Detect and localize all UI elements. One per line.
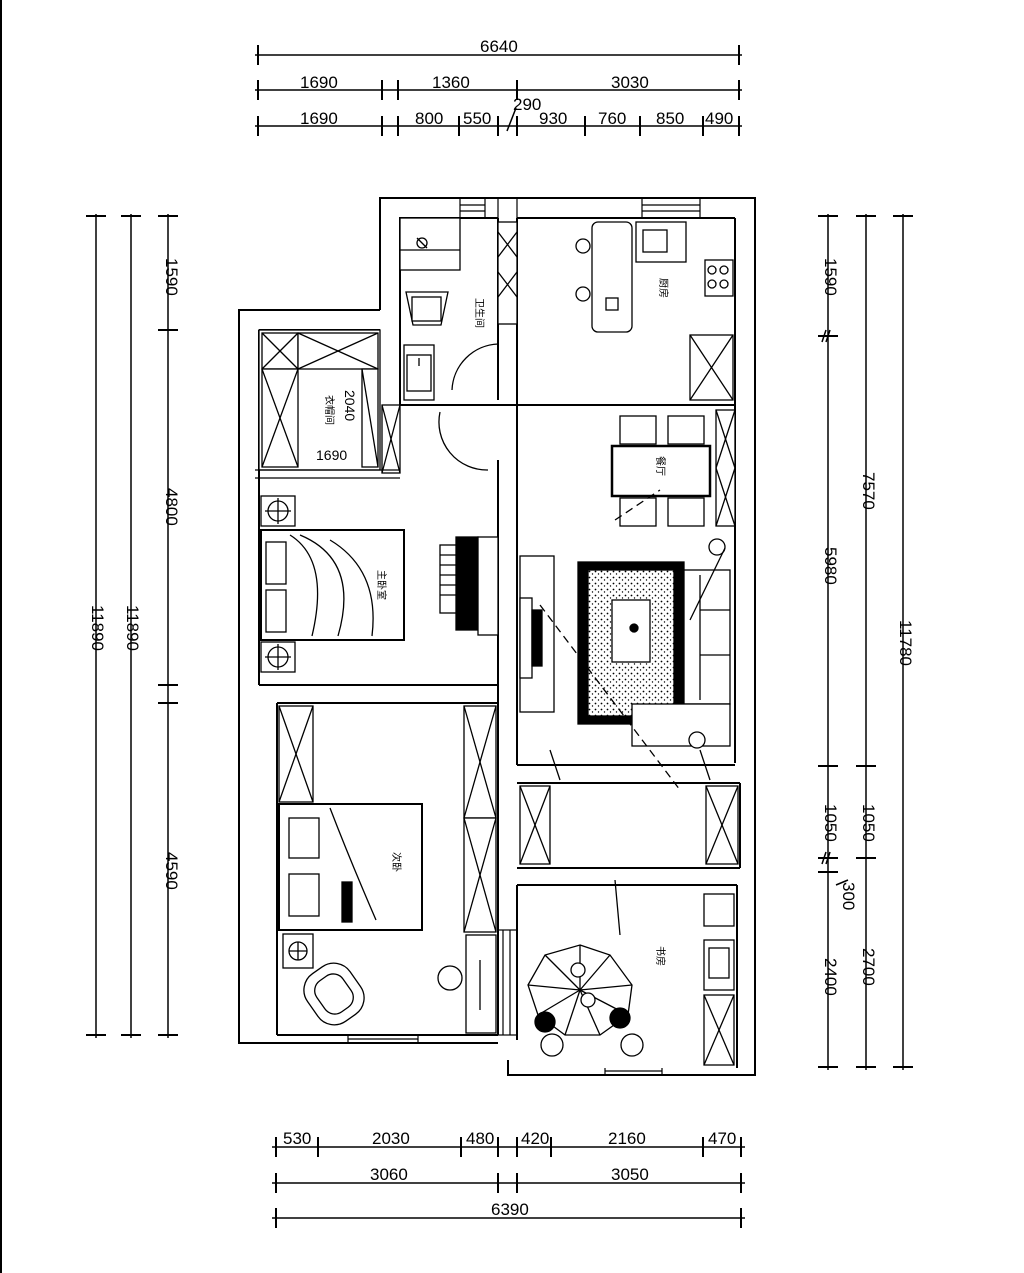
dim-top-1360: 1360 xyxy=(432,73,470,92)
room-label-kitchen: 厨房 xyxy=(657,278,670,298)
room-label-bedroom: 次卧 xyxy=(390,852,403,872)
dim-bottom-420: 420 xyxy=(521,1129,549,1148)
dim-closet-depth: 2040 xyxy=(342,390,358,421)
dim-bottom-480: 480 xyxy=(466,1129,494,1148)
bottom-dimension-chain xyxy=(272,1137,745,1228)
room-label-cloakroom: 衣帽间 xyxy=(323,395,336,425)
dim-right-2700: 2700 xyxy=(859,948,878,986)
dim-bottom-2030: 2030 xyxy=(372,1129,410,1148)
top-dimension-chain xyxy=(255,45,742,136)
bathroom xyxy=(399,217,518,401)
dim-bottom-530: 530 xyxy=(283,1129,311,1148)
dim-top-1690-b: 1690 xyxy=(300,109,338,128)
study-lounge xyxy=(527,879,735,1066)
windows xyxy=(347,198,701,1075)
dim-right-1050-a: 1050 xyxy=(821,804,840,842)
dim-top-1690-a: 1690 xyxy=(300,73,338,92)
room-label-bathroom: 卫生间 xyxy=(473,298,486,328)
dim-left-seg-4590: 4590 xyxy=(162,852,181,890)
dim-right-1050-b: 1050 xyxy=(859,804,878,842)
dim-right-5980: 5980 xyxy=(821,547,840,585)
room-label-dining: 餐厅 xyxy=(654,456,667,476)
dim-bottom-2160: 2160 xyxy=(608,1129,646,1148)
dim-top-550: 550 xyxy=(463,109,491,128)
study xyxy=(303,934,497,1034)
room-label-study: 书房 xyxy=(654,946,667,966)
dim-bottom-3050: 3050 xyxy=(611,1165,649,1184)
dim-left-outer: 11890 xyxy=(88,605,107,651)
kitchen xyxy=(575,221,734,401)
balcony xyxy=(519,785,739,865)
dim-right-7570: 7570 xyxy=(859,472,878,510)
dim-top-290: 290 xyxy=(513,95,541,114)
master-bedroom xyxy=(260,495,499,673)
dim-top-800: 800 xyxy=(415,109,443,128)
dim-bottom-470: 470 xyxy=(708,1129,736,1148)
dim-right-outer: 11780 xyxy=(896,620,915,666)
dim-right-1590: 1590 xyxy=(821,258,840,296)
dim-left-seg-1590: 1590 xyxy=(162,258,181,296)
dim-bottom-3060: 3060 xyxy=(370,1165,408,1184)
dim-top-850: 850 xyxy=(656,109,684,128)
dim-left-middle: 11890 xyxy=(123,605,142,651)
dining-living xyxy=(519,409,736,791)
dim-top-total: 6640 xyxy=(480,37,518,56)
dim-closet-width: 1690 xyxy=(316,447,347,463)
left-dimension-chain xyxy=(86,214,178,1038)
dim-top-490: 490 xyxy=(705,109,733,128)
cloakroom xyxy=(255,329,489,479)
second-bedroom xyxy=(278,705,497,969)
dim-left-seg-4800: 4800 xyxy=(162,488,181,526)
dim-bottom-total: 6390 xyxy=(491,1200,529,1219)
dim-top-760: 760 xyxy=(598,109,626,128)
dim-top-3030: 3030 xyxy=(611,73,649,92)
dim-right-2400: 2400 xyxy=(821,958,840,996)
dim-top-930: 930 xyxy=(539,109,567,128)
dim-right-300: 300 xyxy=(839,882,858,910)
right-dimension-chain xyxy=(818,214,913,1070)
room-label-master-bedroom: 主卧室 xyxy=(375,570,388,600)
